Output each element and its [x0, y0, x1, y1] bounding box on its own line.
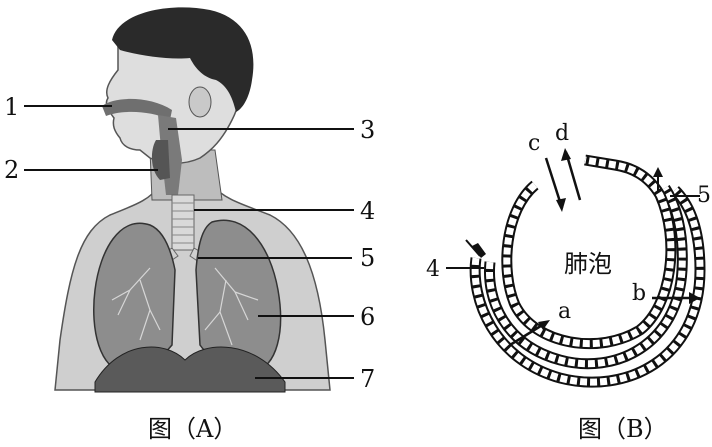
- label-b: b: [632, 281, 646, 306]
- label-5: 5: [360, 244, 375, 272]
- arrow-c-head: [556, 198, 566, 212]
- arrow-outflow-5-head: [653, 167, 663, 177]
- label-6: 6: [360, 303, 375, 331]
- label-1: 1: [4, 93, 19, 121]
- label-7: 7: [360, 365, 375, 393]
- alveolus-label: 肺泡: [564, 250, 612, 278]
- arrow-d-head: [561, 148, 571, 161]
- figure-b: c d 肺泡 a b 4 5 图（B）: [426, 121, 711, 443]
- ear-illustration: [189, 87, 211, 117]
- figure-a-caption: 图（A）: [148, 415, 237, 443]
- label-2: 2: [4, 156, 19, 184]
- label-d: d: [555, 121, 569, 146]
- figure-a: 1 2 3 4 5 6 7 图（A）: [4, 7, 375, 443]
- label-c: c: [528, 131, 540, 156]
- label-b5: 5: [697, 183, 711, 208]
- figure-b-caption: 图（B）: [578, 415, 668, 443]
- label-b4: 4: [426, 257, 440, 282]
- label-a: a: [558, 299, 571, 324]
- label-3: 3: [360, 116, 375, 144]
- label-4: 4: [360, 197, 375, 225]
